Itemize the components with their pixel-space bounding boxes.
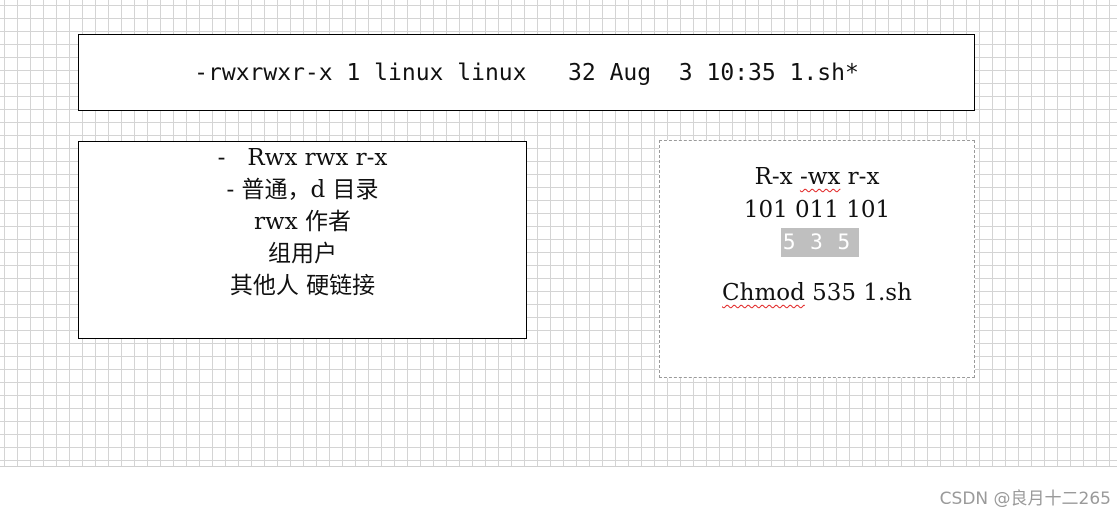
permission-owner: R-x <box>754 164 800 190</box>
legend-line-permissions: - Rwx rwx r-x <box>217 145 388 171</box>
chmod-args: 535 1.sh <box>804 280 912 306</box>
permission-legend-box: - Rwx rwx r-x - 普通，d 目录 rwx 作者 组用户 其他人 硬… <box>78 141 527 339</box>
permission-group: -wx <box>799 164 841 190</box>
legend-line-owner: rwx 作者 <box>254 209 351 235</box>
octal-row: 5 3 5 <box>660 227 974 260</box>
binary-value: 101 011 101 <box>743 197 891 223</box>
permission-string: R-x -wx r-x <box>660 161 974 194</box>
chmod-word: Chmod <box>722 280 805 306</box>
permission-others: r-x <box>840 164 880 190</box>
octal-value-highlight: 5 3 5 <box>780 228 860 257</box>
file-listing-box: -rwxrwxr-x 1 linux linux 32 Aug 3 10:35 … <box>78 34 975 111</box>
csdn-watermark: CSDN @良月十二265 <box>939 489 1111 509</box>
chmod-command: Chmod 535 1.sh <box>660 277 974 310</box>
legend-line-others: 其他人 硬链接 <box>229 273 376 299</box>
chmod-example-box: R-x -wx r-x 101 011 101 5 3 5 Chmod 535 … <box>659 140 975 378</box>
legend-line-file-type: - 普通，d 目录 <box>226 177 379 203</box>
spacer <box>660 260 974 277</box>
file-listing-text: -rwxrwxr-x 1 linux linux 32 Aug 3 10:35 … <box>194 59 859 86</box>
legend-line-group: 组用户 <box>268 241 337 267</box>
